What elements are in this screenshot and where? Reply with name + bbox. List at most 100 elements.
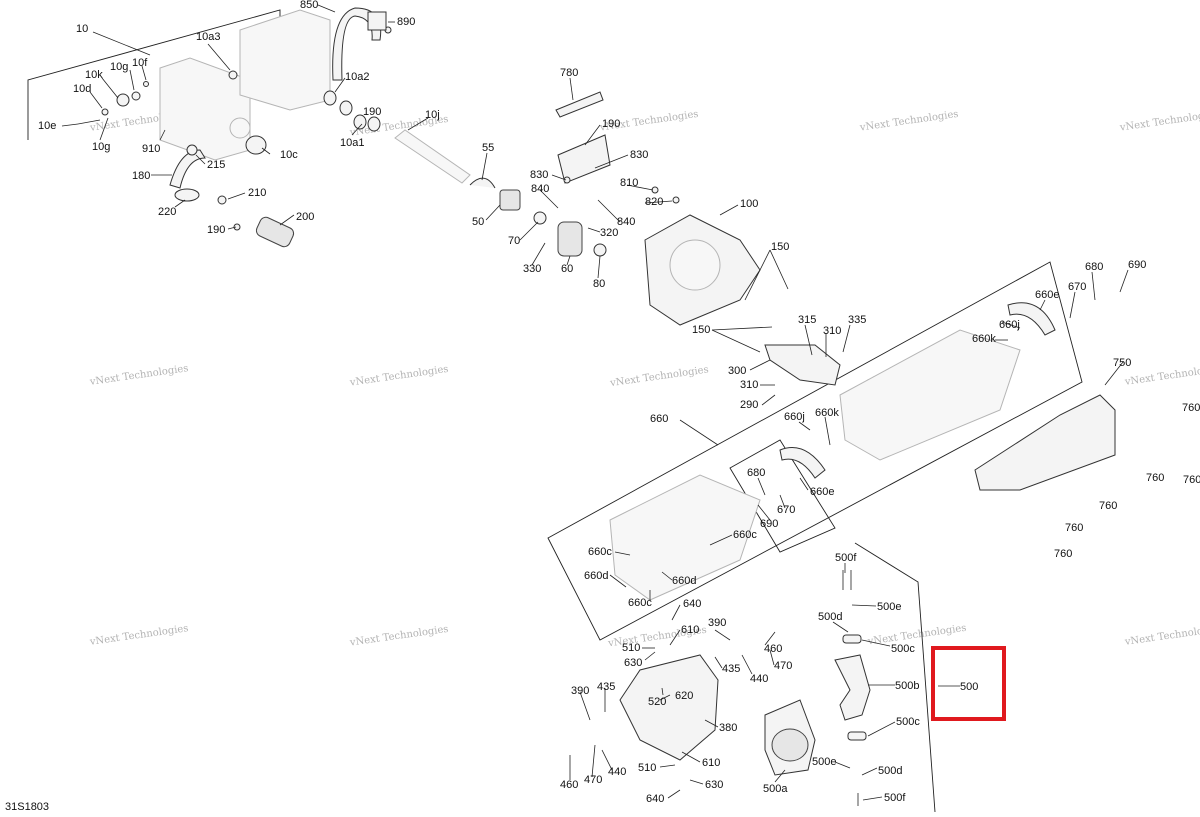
label-190: 190 [207,224,225,236]
label-500e-b: 500e [812,756,836,768]
watermark: vNext Technologies [608,364,709,389]
group-frame-660 [547,261,1083,641]
label-10c: 10c [280,149,298,161]
parts-layer [77,7,1116,806]
label-220: 220 [158,206,176,218]
watermark: vNext Technologies [348,364,449,389]
label-660c-a: 660c [733,529,757,541]
group-frame-10 [27,9,281,140]
part-660-cover-top [839,329,1021,461]
drawing-code: 31S1803 [5,801,49,813]
label-315: 315 [798,314,816,326]
label-660j: 660j [999,319,1020,331]
label-760-d: 760 [1099,500,1117,512]
label-640-b: 640 [646,793,664,805]
label-500a: 500a [763,783,788,795]
label-610-b: 610 [702,757,720,769]
label-680-b: 680 [747,467,765,479]
part-10k [116,93,130,107]
part-50-adapter [499,189,521,211]
label-210: 210 [248,187,266,199]
label-470-b: 470 [584,774,602,786]
label-10g: 10g [110,61,128,73]
label-500d: 500d [818,611,842,623]
part-80-clamp [593,243,607,257]
label-10a3: 10a3 [196,31,220,43]
label-810: 810 [620,177,638,189]
part-220-clamp [174,188,200,202]
part-180-hose [169,149,206,189]
label-500b: 500b [895,680,919,692]
label-830-b: 830 [530,169,548,181]
part-850-bracket [367,11,387,31]
part-660e-shoe [1007,302,1056,336]
part-55-clip [469,177,496,189]
label-620: 620 [675,690,693,702]
label-610: 610 [681,624,699,636]
label-640: 640 [683,598,701,610]
label-630-b: 630 [705,779,723,791]
part-215 [186,144,198,156]
label-690-b: 690 [760,518,778,530]
label-760-e: 760 [1065,522,1083,534]
label-760-a: 760 [1182,402,1200,414]
label-190-top: 190 [363,106,381,118]
watermark: vNext Technologies [88,623,189,648]
label-80: 80 [593,278,605,290]
part-780-bracket [555,91,604,118]
part-500b-hanger [834,654,871,721]
highlight-box-500[interactable] [931,646,1006,721]
label-390: 390 [708,617,726,629]
label-660c-c: 660c [628,597,652,609]
label-820: 820 [645,196,663,208]
label-10e: 10e [38,120,56,132]
label-460: 460 [764,643,782,655]
label-10g-b: 10g [92,141,110,153]
group-frame-500 [854,542,936,813]
label-520: 520 [648,696,666,708]
label-460-b: 460 [560,779,578,791]
part-10j-shaft [394,129,471,184]
part-labels: 10 10a3 850 890 10a2 10g 10f 10k 10d 10e… [38,0,1200,805]
label-660k: 660k [972,333,996,345]
label-910: 910 [142,143,160,155]
label-10: 10 [76,23,88,35]
label-310: 310 [823,325,841,337]
part-10f [143,81,149,87]
label-10a1: 10a1 [340,137,364,149]
label-670: 670 [1068,281,1086,293]
part-10d [101,108,109,116]
part-10a2-oring [323,90,337,106]
label-500e: 500e [877,601,901,613]
label-500[interactable]: 500 [960,681,978,693]
label-660c-b: 660c [588,546,612,558]
label-60: 60 [561,263,573,275]
label-330: 330 [523,263,541,275]
part-500a-opening [771,728,809,762]
label-510-b: 510 [638,762,656,774]
label-890: 890 [397,16,415,28]
watermark: vNext Technologies [1118,109,1200,134]
part-820 [672,196,680,204]
label-660k-b: 660k [815,407,839,419]
part-750-shield [974,394,1116,491]
label-180: 180 [132,170,150,182]
label-690: 690 [1128,259,1146,271]
label-830: 830 [630,149,648,161]
label-100: 100 [740,198,758,210]
leader-lines [61,4,1129,801]
label-660j-b: 660j [784,411,805,423]
label-500f: 500f [835,552,857,564]
label-290: 290 [740,399,758,411]
label-840-b: 840 [617,216,635,228]
label-760-c: 760 [1183,474,1200,486]
label-70: 70 [508,235,520,247]
label-780: 780 [560,67,578,79]
label-630: 630 [624,657,642,669]
watermark: vNext Technologies [1123,363,1200,388]
watermark: vNext Technologies [858,109,959,134]
label-500c-b: 500c [896,716,920,728]
part-200-boot [255,216,295,248]
label-300: 300 [728,365,746,377]
label-660d-b: 660d [672,575,696,587]
